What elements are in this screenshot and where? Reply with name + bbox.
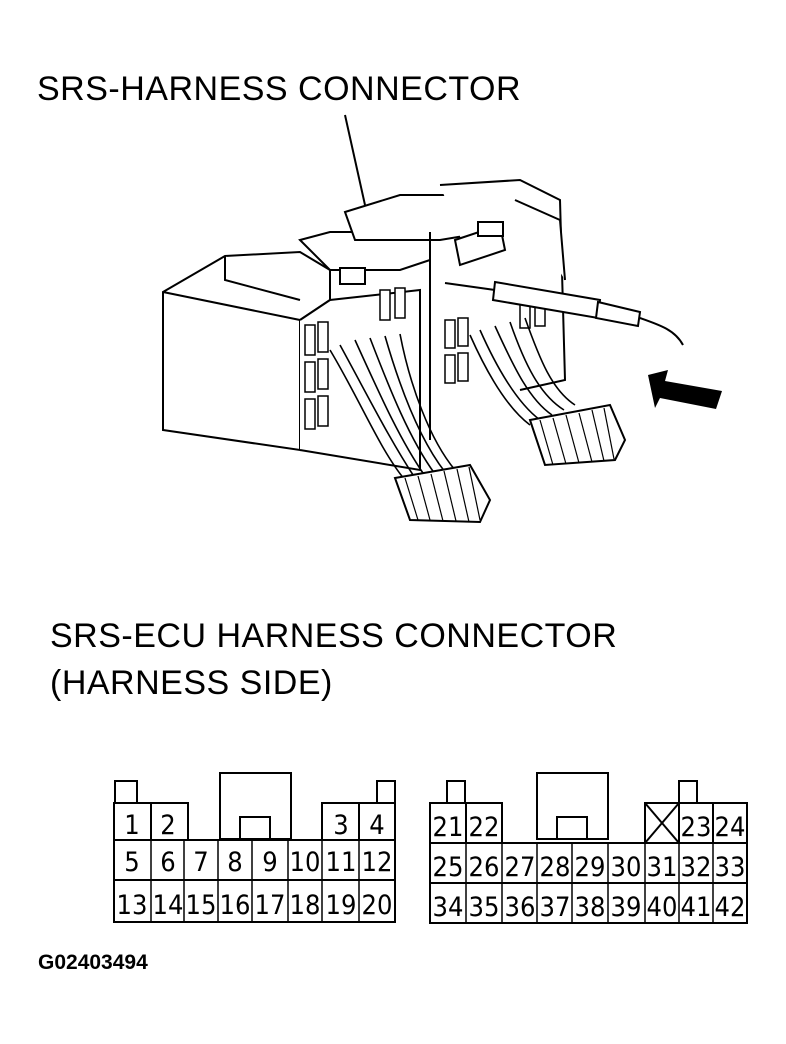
pin-label: 23 bbox=[681, 812, 712, 843]
pin-label: 40 bbox=[647, 892, 678, 923]
ecu-connector-title: SRS-ECU HARNESS CONNECTOR bbox=[50, 617, 618, 655]
pin-label: 30 bbox=[611, 852, 642, 883]
ecu-connector-right-block bbox=[429, 772, 748, 924]
pin-label: 25 bbox=[433, 852, 464, 883]
pin-label: 9 bbox=[262, 847, 277, 878]
pin-label: 11 bbox=[326, 847, 357, 878]
pin-label: 34 bbox=[433, 892, 464, 923]
pin-label: 22 bbox=[469, 812, 500, 843]
pin-label: 31 bbox=[647, 852, 678, 883]
pin-label: 28 bbox=[540, 852, 571, 883]
pin-label: 20 bbox=[362, 890, 393, 921]
pin-label: 42 bbox=[715, 892, 746, 923]
pin-label: 21 bbox=[433, 812, 464, 843]
pin-label: 12 bbox=[362, 847, 393, 878]
ecu-connector-left-block bbox=[113, 772, 396, 923]
pin-label: 36 bbox=[505, 892, 536, 923]
pin-label: 1 bbox=[124, 810, 139, 841]
arrow-icon bbox=[648, 370, 722, 409]
pin-label: 4 bbox=[369, 810, 384, 841]
pin-label: 15 bbox=[186, 890, 217, 921]
test-probe bbox=[444, 280, 684, 346]
pin-label: 17 bbox=[255, 890, 286, 921]
pin-label: 16 bbox=[220, 890, 251, 921]
pin-label: 39 bbox=[611, 892, 642, 923]
right-block-pins: 21 22 23 24 25 26 27 28 29 30 31 32 33 3… bbox=[433, 812, 746, 923]
pin-label: 7 bbox=[193, 847, 208, 878]
harness-connector-title: SRS-HARNESS CONNECTOR bbox=[37, 70, 522, 108]
wire-bundles bbox=[329, 317, 576, 481]
pin-label: 26 bbox=[469, 852, 500, 883]
pin-label: 41 bbox=[681, 892, 712, 923]
pin-label: 14 bbox=[153, 890, 184, 921]
pin-label: 35 bbox=[469, 892, 500, 923]
pin-label: 2 bbox=[160, 810, 175, 841]
harness-connector-drawing bbox=[162, 178, 567, 472]
corrugated-tubes bbox=[393, 403, 627, 524]
pin-label: 24 bbox=[715, 812, 746, 843]
pin-label: 27 bbox=[505, 852, 536, 883]
pin-label: 19 bbox=[326, 890, 357, 921]
ecu-connector-subtitle: (HARNESS SIDE) bbox=[50, 664, 333, 702]
figure-code: G02403494 bbox=[38, 951, 148, 974]
left-block-pins: 1 2 3 4 5 6 7 8 9 10 11 12 13 14 15 16 1… bbox=[117, 810, 393, 921]
pin-label: 38 bbox=[575, 892, 606, 923]
pin-label: 5 bbox=[124, 847, 139, 878]
pin-label: 3 bbox=[333, 810, 348, 841]
pin-label: 18 bbox=[290, 890, 321, 921]
pin-label: 32 bbox=[681, 852, 712, 883]
pin-label: 6 bbox=[160, 847, 175, 878]
pin-label: 33 bbox=[715, 852, 746, 883]
leader-line bbox=[344, 114, 366, 206]
pin-label: 10 bbox=[290, 847, 321, 878]
pin-label: 8 bbox=[227, 847, 242, 878]
pin-label: 13 bbox=[117, 890, 148, 921]
pin-label: 37 bbox=[540, 892, 571, 923]
pin-label: 29 bbox=[575, 852, 606, 883]
